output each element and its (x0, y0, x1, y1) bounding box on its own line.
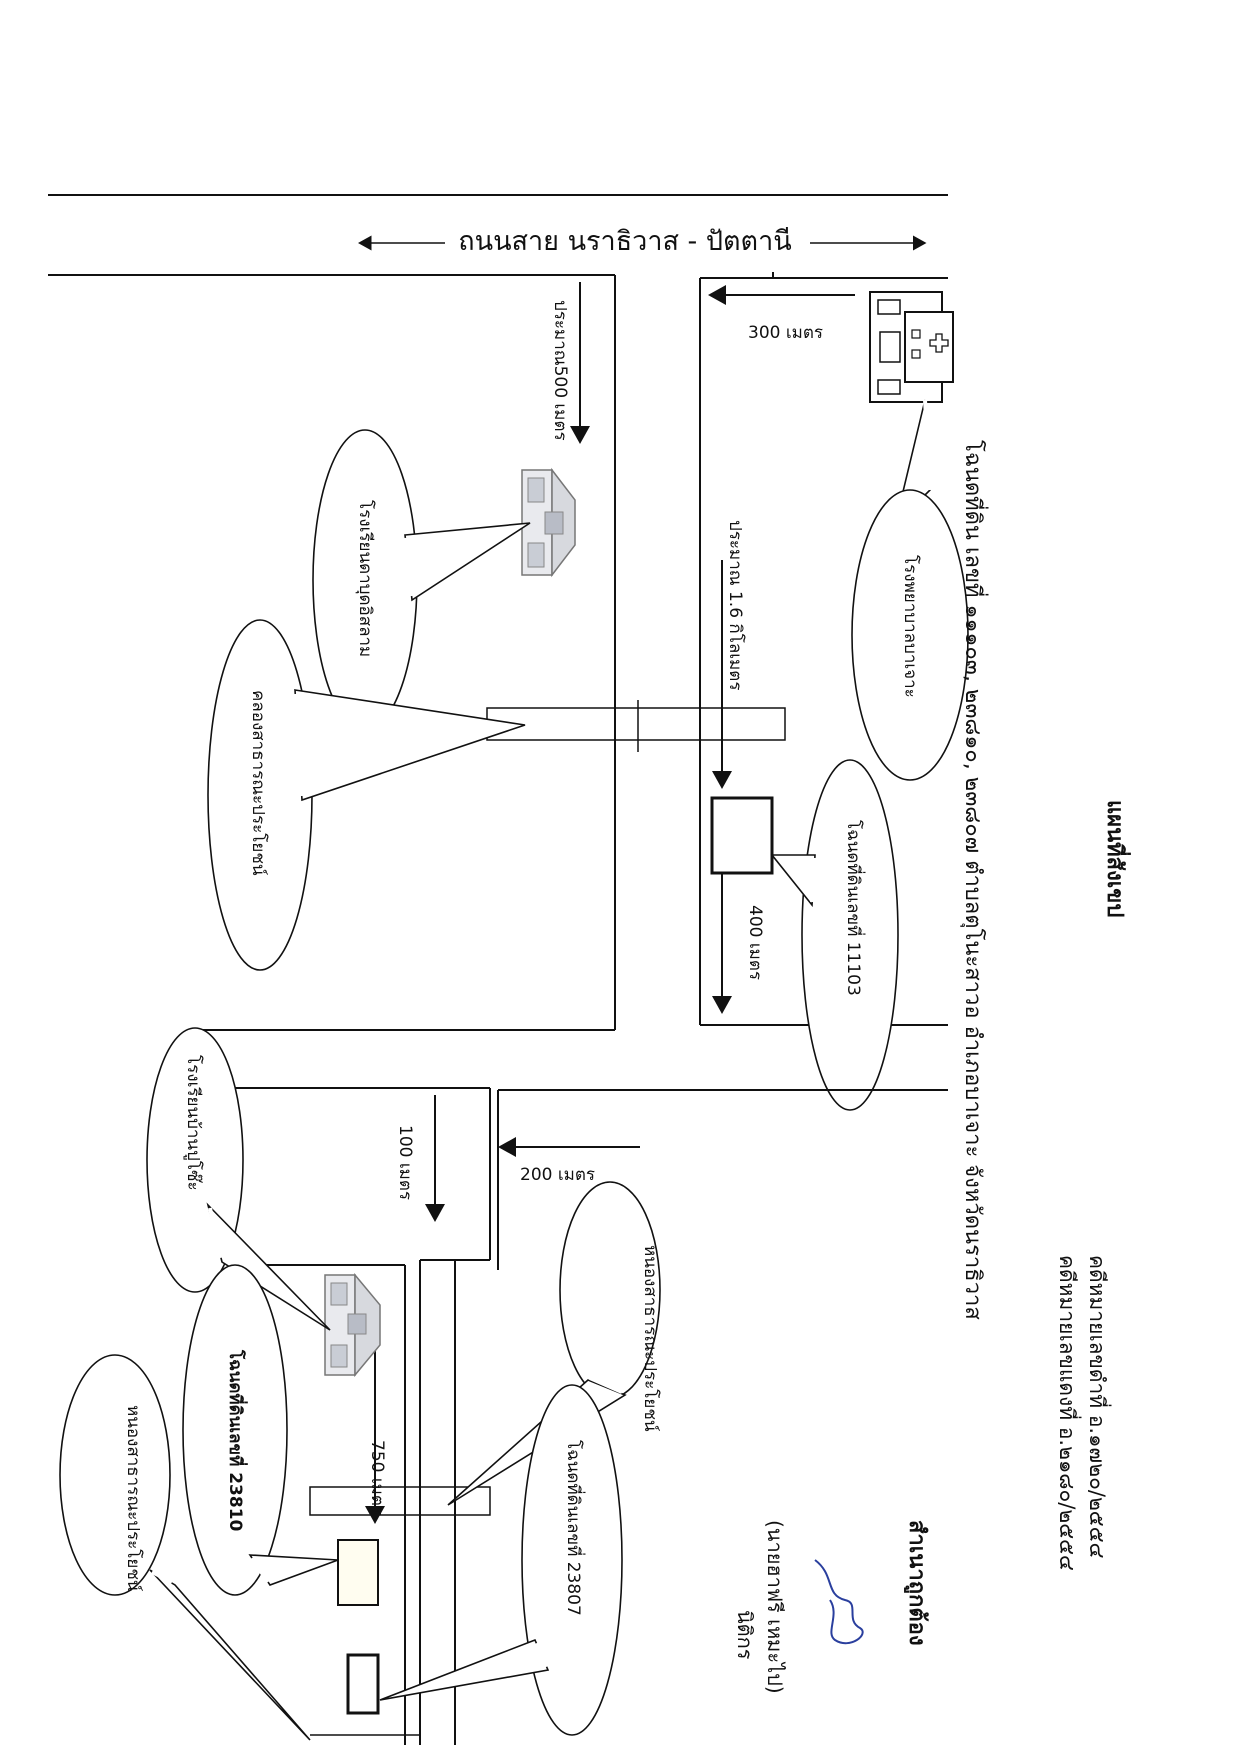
label-300m: 300 เมตร (748, 323, 823, 343)
label-200m: 200 เมตร (520, 1165, 595, 1185)
plot-11103-box (710, 796, 774, 875)
plot-23807-bubble: โฉนดที่ดินเลขที่ 23807 (379, 1384, 623, 1736)
label-1-6km: ประมาณ 1.6 กิโลเมตร (725, 520, 746, 690)
plot-23807-label: โฉนดที่ดินเลขที่ 23807 (563, 1440, 586, 1616)
school-1-label: โรงเรียนดาบุดอิสลาม (355, 500, 376, 657)
plot-heading: โฉนดที่ดิน เลขที่ ๑๑๑๐๓, ๒๓๘๑๐, ๒๓๘๐๗ ตำ… (960, 440, 989, 1320)
school-2-bubble: โรงเรียนบ้านปูโซ๊ะ (146, 1027, 331, 1331)
document-title: แผนที่สังเขป (1102, 800, 1132, 917)
signature-mark (814, 1559, 864, 1645)
pond-1-label-a: หนองสาธารณะประโยชน์ (640, 1245, 661, 1432)
plot-23807-box (346, 1653, 380, 1715)
certifier-name: (นายฮาฟรี เหมะไป) (763, 1520, 787, 1694)
plot-11103-bubble: โฉนดที่ดินเลขที่ 11103 (770, 759, 899, 1111)
school-2-label: โรงเรียนบ้านปูโซ๊ะ (183, 1055, 204, 1191)
hospital-bubble: โรงพยาบาลบาเจาะ (851, 399, 969, 781)
plot-23810-box (337, 1539, 379, 1606)
case-black-number: คดีหมายเลขดำที่ อ.๑๗๒๐/๒๕๕๔ (1085, 1255, 1112, 1559)
label-750m: 750 เมตร (367, 1440, 387, 1515)
plot-23810-bubble: โฉนดที่ดินเลขที่ 23810 (182, 1264, 339, 1596)
canal-label: คลองสาธารณะประโยชน์ (248, 690, 269, 876)
pond-2-bubble: หนองสาธารณะประโยชน์ (59, 1354, 311, 1741)
label-500m: ประมาณ500 เมตร (550, 300, 570, 441)
road-name: ถนนสาย นราธิวาส - ปัตตานี (458, 226, 791, 257)
hospital-icon (869, 291, 954, 403)
pond-2-label: หนองสาธารณะประโยชน์ (123, 1405, 144, 1592)
label-100m: 100 เมตร (395, 1125, 415, 1200)
canal-bubble: คลองสาธารณะประโยชน์ (207, 619, 526, 971)
certified-copy-label: สำเนาถูกต้อง (903, 1520, 929, 1646)
plot-23810-label: โฉนดที่ดินเลขที่ 23810 (225, 1349, 248, 1532)
school-1-bubble: โรงเรียนดาบุดอิสลาม (312, 429, 531, 731)
school-icon (324, 1272, 381, 1378)
hospital-label: โรงพยาบาลบาเจาะ (900, 555, 921, 698)
plot-11103-label: โฉนดที่ดินเลขที่ 11103 (843, 820, 866, 996)
case-red-number: คดีหมายเลขแดงที่ อ.๒๑๘๐/๒๕๕๔ (1055, 1255, 1082, 1571)
certifier-role: นิติกร (733, 1610, 757, 1660)
label-400m: 400 เมตร (745, 905, 765, 980)
